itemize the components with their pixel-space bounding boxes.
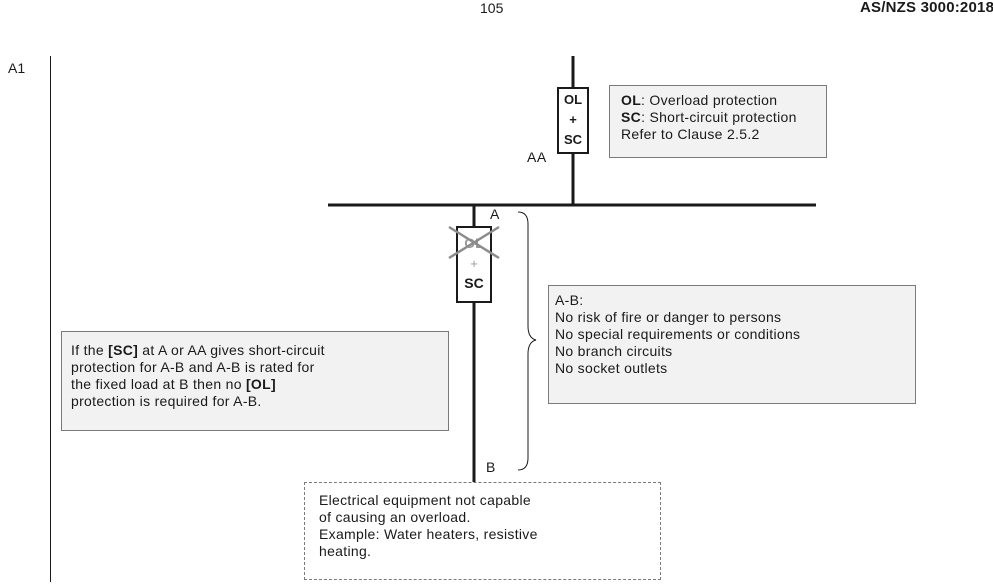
equipment-line: Example: Water heaters, resistive	[319, 526, 538, 542]
cross-stroke-2	[448, 225, 500, 260]
sc-tag: [SC]	[108, 342, 139, 358]
upper-protection-device	[557, 87, 589, 154]
point-label-aa: AA	[527, 149, 547, 165]
sc-note-line-2: protection for A-B and A-B is rated for	[71, 359, 315, 375]
equipment-line: heating.	[319, 543, 372, 559]
upper-device-sc: SC	[563, 132, 583, 147]
ol-tag: [OL]	[245, 376, 276, 392]
lower-device-sc: SC	[464, 275, 484, 291]
ab-conditions-box: A-B: No risk of fire or danger to person…	[548, 285, 916, 404]
sc-note-text: the fixed load at B then no	[71, 376, 246, 392]
ab-brace	[517, 211, 537, 471]
legend-sc-abbrev: SC	[621, 109, 642, 125]
sc-note-text: If the	[71, 342, 109, 358]
margin-rule	[50, 56, 51, 582]
margin-label: A1	[8, 60, 26, 76]
equipment-line: Electrical equipment not capable	[319, 492, 531, 508]
upper-device-plus: +	[569, 112, 577, 127]
upper-device-ol: OL	[563, 92, 583, 107]
legend-sc-text: : Short-circuit protection	[641, 109, 797, 125]
ab-line: No risk of fire or danger to persons	[555, 309, 782, 325]
equipment-line: of causing an overload.	[319, 509, 471, 525]
ab-line: No socket outlets	[555, 360, 668, 376]
legend-clause-ref: Refer to Clause 2.5.2	[621, 126, 760, 142]
point-label-b: B	[486, 459, 496, 475]
lower-protection-device	[456, 226, 492, 303]
legend-line-sc: SC: Short-circuit protection	[621, 109, 826, 126]
legend-ol-abbrev: OL	[621, 92, 642, 108]
legend-box: OL: Overload protection SC: Short-circui…	[609, 85, 827, 158]
point-label-a: A	[490, 206, 500, 222]
legend-line-ol: OL: Overload protection	[621, 92, 826, 109]
ab-line: No special requirements or conditions	[555, 326, 801, 342]
legend-ol-text: : Overload protection	[641, 92, 778, 108]
sc-note-text: at A or AA gives short-circuit	[138, 342, 325, 358]
lower-device-plus: +	[470, 256, 478, 271]
ab-line: No branch circuits	[555, 343, 673, 359]
sc-note-line-3: the fixed load at B then no [OL]	[71, 376, 448, 393]
ab-line: A-B:	[555, 292, 584, 308]
standard-code: AS/NZS 3000:2018	[860, 0, 993, 16]
sc-note-line-4: protection is required for A-B.	[71, 393, 262, 409]
equipment-box: Electrical equipment not capable of caus…	[304, 482, 661, 580]
sc-note-line-1: If the [SC] at A or AA gives short-circu…	[71, 342, 448, 359]
sc-note-box: If the [SC] at A or AA gives short-circu…	[61, 331, 449, 431]
page-number: 105	[480, 0, 504, 16]
